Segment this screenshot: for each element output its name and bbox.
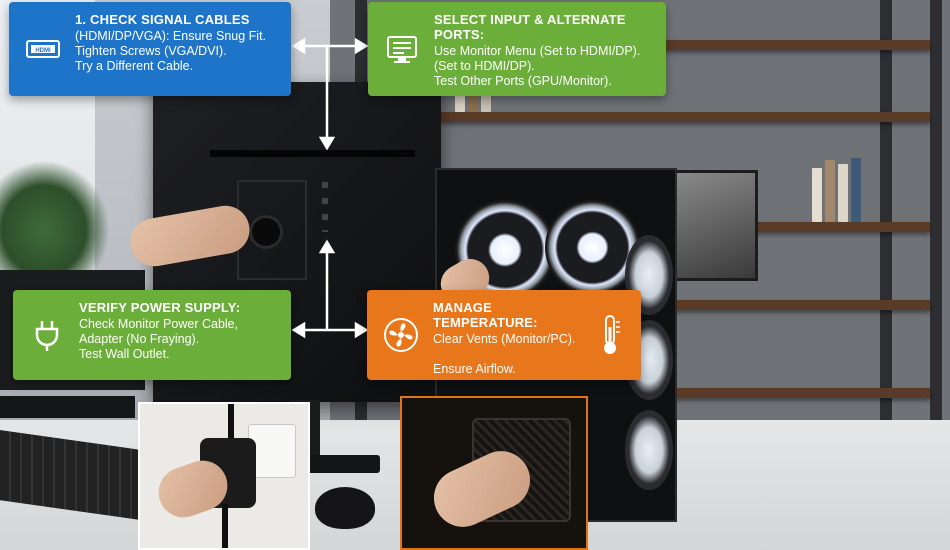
computer-mouse	[315, 487, 375, 529]
card-line: Try a Different Cable.	[75, 59, 194, 73]
card-title: MANAGE TEMPERATURE:	[433, 300, 538, 330]
case-side-fan	[625, 410, 673, 490]
power-cable	[222, 504, 228, 548]
wall-picture	[672, 170, 758, 281]
power-supply-card: VERIFY POWER SUPPLY: Check Monitor Power…	[13, 290, 291, 380]
secondary-monitor-base	[0, 396, 135, 418]
power-plug-icon	[35, 321, 59, 351]
book	[838, 164, 848, 222]
card-line: Tighten Screws (VGA/DVI).	[75, 44, 227, 58]
card-line: (HDMI/DP/VGA): Ensure Snug Fit.	[75, 29, 267, 43]
card-line: Adapter (No Fraying).	[79, 332, 200, 346]
card-line: Use Monitor Menu (Set to HDMI/DP).	[434, 44, 641, 58]
power-adapter-photo	[138, 402, 310, 550]
case-fan	[545, 200, 640, 295]
card-line	[433, 347, 593, 362]
cable-plug	[252, 218, 280, 246]
book	[812, 168, 822, 222]
shelf-post	[930, 0, 942, 550]
card-line: Test Wall Outlet.	[79, 347, 170, 361]
thermometer-icon	[604, 315, 620, 354]
shelf	[670, 300, 930, 310]
shelf-post	[880, 0, 892, 550]
shelf	[670, 388, 930, 398]
vent-cleaning-photo	[400, 396, 588, 550]
card-line: Check Monitor Power Cable,	[79, 317, 239, 331]
card-line: Clear Vents (Monitor/PC).	[433, 332, 576, 346]
card-title: 1. CHECK SIGNAL CABLES	[75, 12, 250, 27]
book	[851, 158, 861, 222]
shelf	[440, 112, 930, 122]
book	[825, 160, 835, 222]
fan-icon	[384, 318, 418, 352]
wall-outlet	[248, 424, 296, 478]
temperature-card: MANAGE TEMPERATURE: Clear Vents (Monitor…	[367, 290, 641, 380]
monitor-vent-slot	[210, 150, 415, 157]
shelf	[440, 40, 930, 50]
card-title: VERIFY POWER SUPPLY:	[79, 300, 241, 315]
card-line: Test Other Ports (GPU/Monitor).	[434, 74, 612, 88]
power-cable	[228, 404, 234, 444]
input-ports-card: SELECT INPUT & ALTERNATE PORTS: Use Moni…	[368, 2, 666, 96]
card-line: Ensure Airflow.	[433, 362, 516, 376]
shelf	[670, 222, 930, 232]
card-line: (Set to HDMI/DP).	[434, 59, 535, 73]
card-title: SELECT INPUT & ALTERNATE PORTS:	[434, 12, 626, 42]
hdmi-port-icon: HDMI	[26, 40, 60, 58]
monitor-menu-icon	[387, 36, 417, 63]
svg-text:HDMI: HDMI	[35, 48, 51, 54]
signal-cables-card: HDMI 1. CHECK SIGNAL CABLES (HDMI/DP/VGA…	[9, 2, 291, 96]
monitor-buttons	[322, 182, 328, 232]
